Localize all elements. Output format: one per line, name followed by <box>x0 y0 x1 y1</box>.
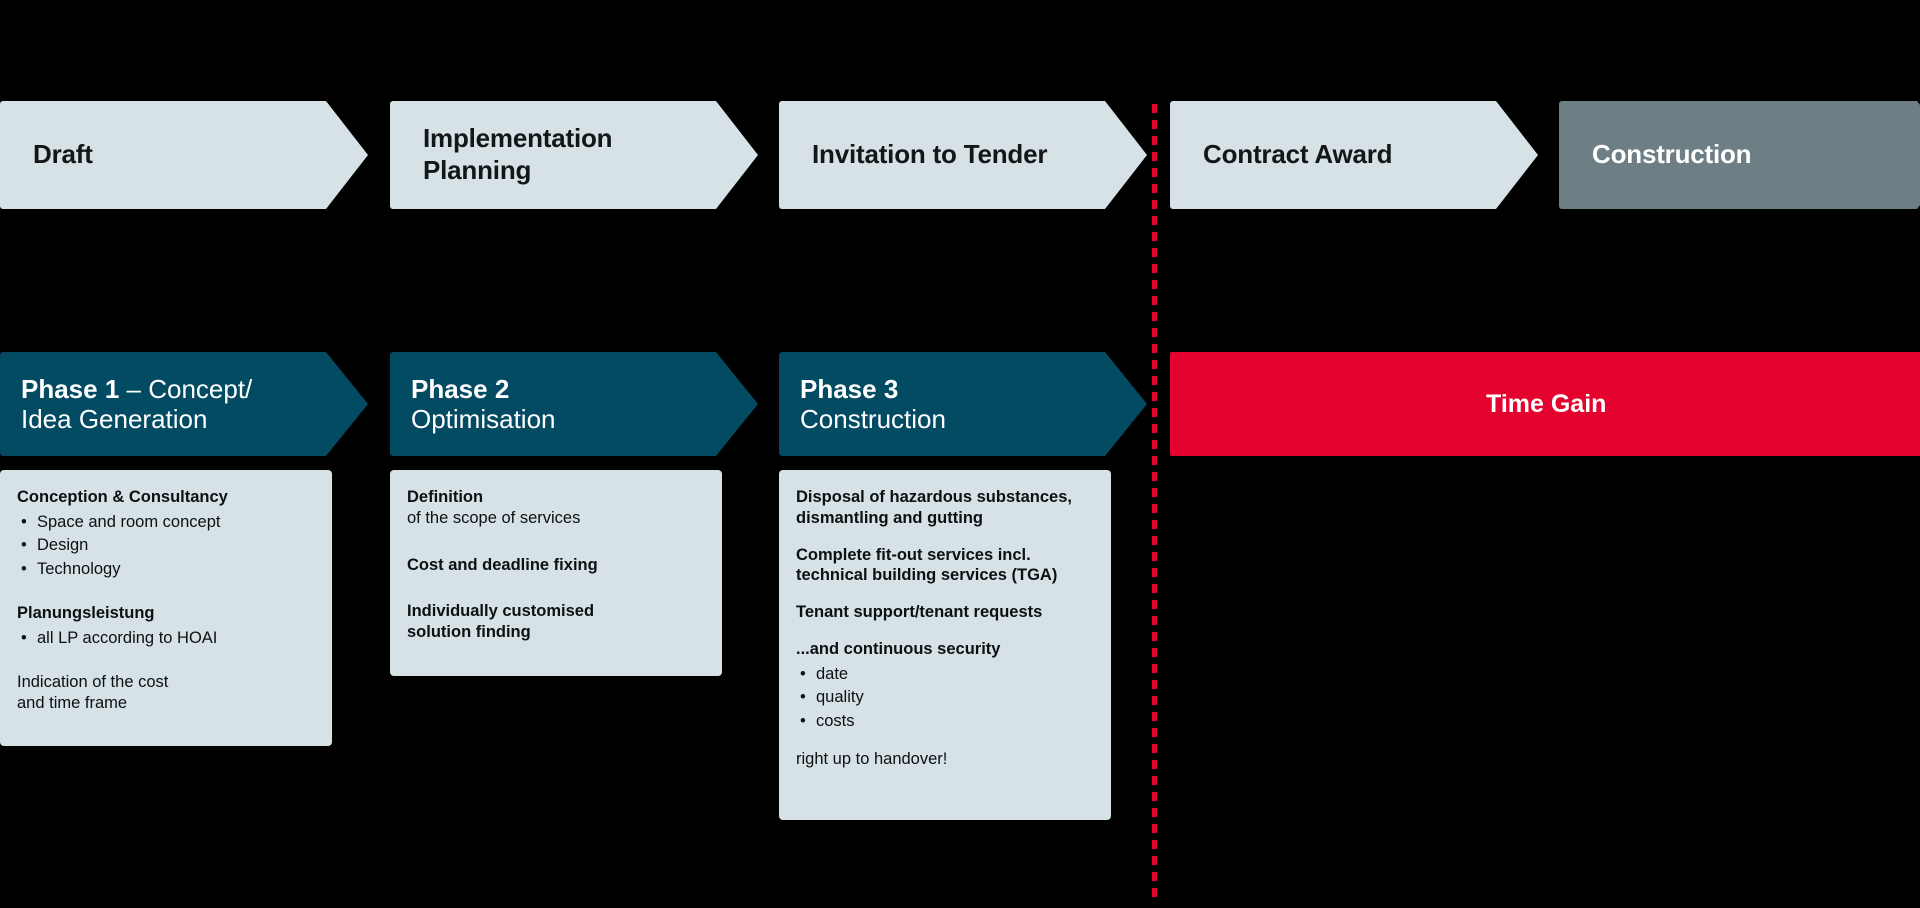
phase-number: Phase 3 <box>800 373 899 404</box>
list-item: all LP according to HOAI <box>17 627 312 651</box>
spacer <box>796 733 1091 749</box>
spacer <box>796 529 1091 545</box>
detail-text: and time frame <box>17 694 128 713</box>
process-step-label: Construction <box>1592 139 1752 170</box>
time-gain-bar[interactable]: Time Gain <box>1170 352 1920 456</box>
list-item: quality <box>796 686 1091 710</box>
detail-bullet-list: Space and room concept Design Technology <box>17 511 312 582</box>
detail-heading: Disposal of hazardous substances, <box>796 488 1072 506</box>
process-step-draft[interactable]: Draft <box>0 101 368 209</box>
list-item: Technology <box>17 558 312 582</box>
time-gain-label: Time Gain <box>1486 389 1607 418</box>
phase-subtitle-line2: Optimisation <box>411 404 556 434</box>
detail-box-phase-3: Disposal of hazardous substances, disman… <box>779 470 1111 820</box>
detail-heading: Planungsleistung <box>17 604 155 623</box>
spacer <box>796 586 1091 602</box>
process-step-label: Implementation Planning <box>423 123 613 185</box>
spacer <box>407 529 702 555</box>
detail-heading: Individually customised <box>407 602 595 621</box>
detail-text: Indication of the cost <box>17 673 169 692</box>
list-item: date <box>796 663 1091 687</box>
phase-bar-3[interactable]: Phase 3 Construction <box>779 352 1147 456</box>
process-step-label: Invitation to Tender <box>812 139 1048 170</box>
process-step-contract-award[interactable]: Contract Award <box>1170 101 1538 209</box>
phase-subtitle-line2: Idea Generation <box>21 404 208 434</box>
detail-bullet-list: all LP according to HOAI <box>17 627 312 651</box>
spacer <box>796 623 1091 639</box>
phase-bar-1[interactable]: Phase 1 – Concept/ Idea Generation <box>0 352 368 456</box>
phase-subtitle-line2: Construction <box>800 404 946 434</box>
detail-heading: dismantling and gutting <box>796 508 983 527</box>
spacer <box>17 650 312 672</box>
detail-heading: Cost and deadline fixing <box>407 555 598 574</box>
list-item: Space and room concept <box>17 511 312 535</box>
list-item: Design <box>17 534 312 558</box>
phase-subtitle: Concept/ <box>148 373 253 404</box>
process-step-construction[interactable]: Construction <box>1559 101 1920 209</box>
detail-box-phase-1: Conception & Consultancy Space and room … <box>0 470 332 746</box>
detail-text: right up to handover! <box>796 749 948 768</box>
spacer <box>17 581 312 603</box>
detail-text: of the scope of services <box>407 508 581 527</box>
phase-bar-2[interactable]: Phase 2 Optimisation <box>390 352 758 456</box>
spacer <box>407 575 702 601</box>
detail-heading: Definition <box>407 488 484 506</box>
process-step-label: Draft <box>33 139 93 170</box>
process-step-invitation-to-tender[interactable]: Invitation to Tender <box>779 101 1147 209</box>
process-step-label: Contract Award <box>1203 139 1393 170</box>
phase-number: Phase 1 <box>21 373 120 404</box>
detail-heading: solution finding <box>407 623 531 642</box>
detail-box-phase-2: Definition of the scope of services Cost… <box>390 470 722 676</box>
detail-bullet-list: date quality costs <box>796 663 1091 734</box>
detail-heading: technical building services (TGA) <box>796 566 1058 585</box>
detail-heading: Conception & Consultancy <box>17 488 228 506</box>
detail-heading: ...and continuous security <box>796 639 1001 658</box>
detail-heading: Complete fit-out services incl. <box>796 545 1031 564</box>
timeline-divider-dashed-line <box>1152 104 1157 904</box>
detail-heading: Tenant support/tenant requests <box>796 603 1043 622</box>
phase-separator: – <box>119 373 149 404</box>
process-step-implementation-planning[interactable]: Implementation Planning <box>390 101 758 209</box>
phase-number: Phase 2 <box>411 373 510 404</box>
list-item: costs <box>796 710 1091 734</box>
